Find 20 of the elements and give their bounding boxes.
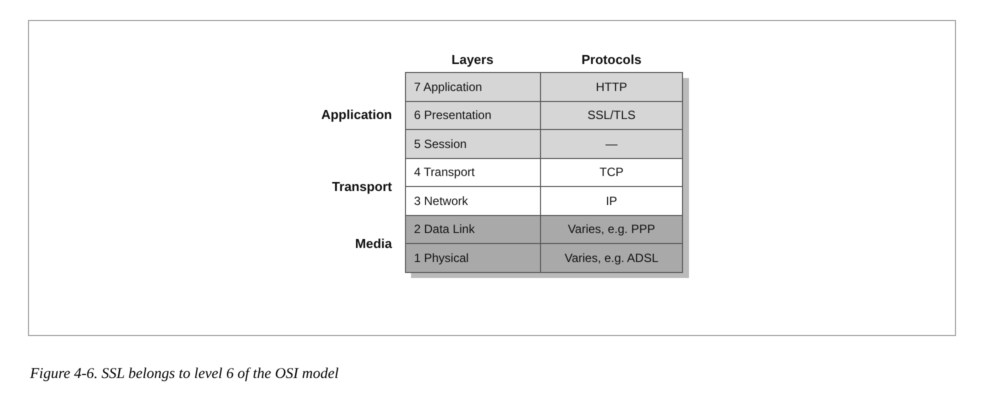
table-cell: IP xyxy=(540,186,683,216)
layer-group-label: Media xyxy=(354,234,392,252)
table-cell: 5 Session xyxy=(405,129,541,158)
table-cell: 4 Transport xyxy=(405,158,541,187)
table-cell: 7 Application xyxy=(405,72,541,102)
table-cell: Varies, e.g. PPP xyxy=(540,214,683,244)
table-cell: TCP xyxy=(540,158,683,187)
column-header: Layers xyxy=(450,50,494,69)
column-header: Protocols xyxy=(580,50,642,68)
table-cell: — xyxy=(540,129,683,158)
table-cell: Varies, e.g. ADSL xyxy=(540,243,683,272)
table-cell: HTTP xyxy=(540,72,683,102)
figure-caption: Figure 4-6. SSL belongs to level 6 of the OSI model xyxy=(30,366,339,383)
table-cell: SSL/TLS xyxy=(540,100,683,130)
table-cell: 2 Data Link xyxy=(405,214,541,244)
table-cell: 6 Presentation xyxy=(405,100,541,130)
layer-group-label: Application xyxy=(320,106,392,124)
table-cell: 1 Physical xyxy=(405,243,541,272)
table-cell: 3 Network xyxy=(405,186,541,216)
layer-group-label: Transport xyxy=(331,178,392,196)
